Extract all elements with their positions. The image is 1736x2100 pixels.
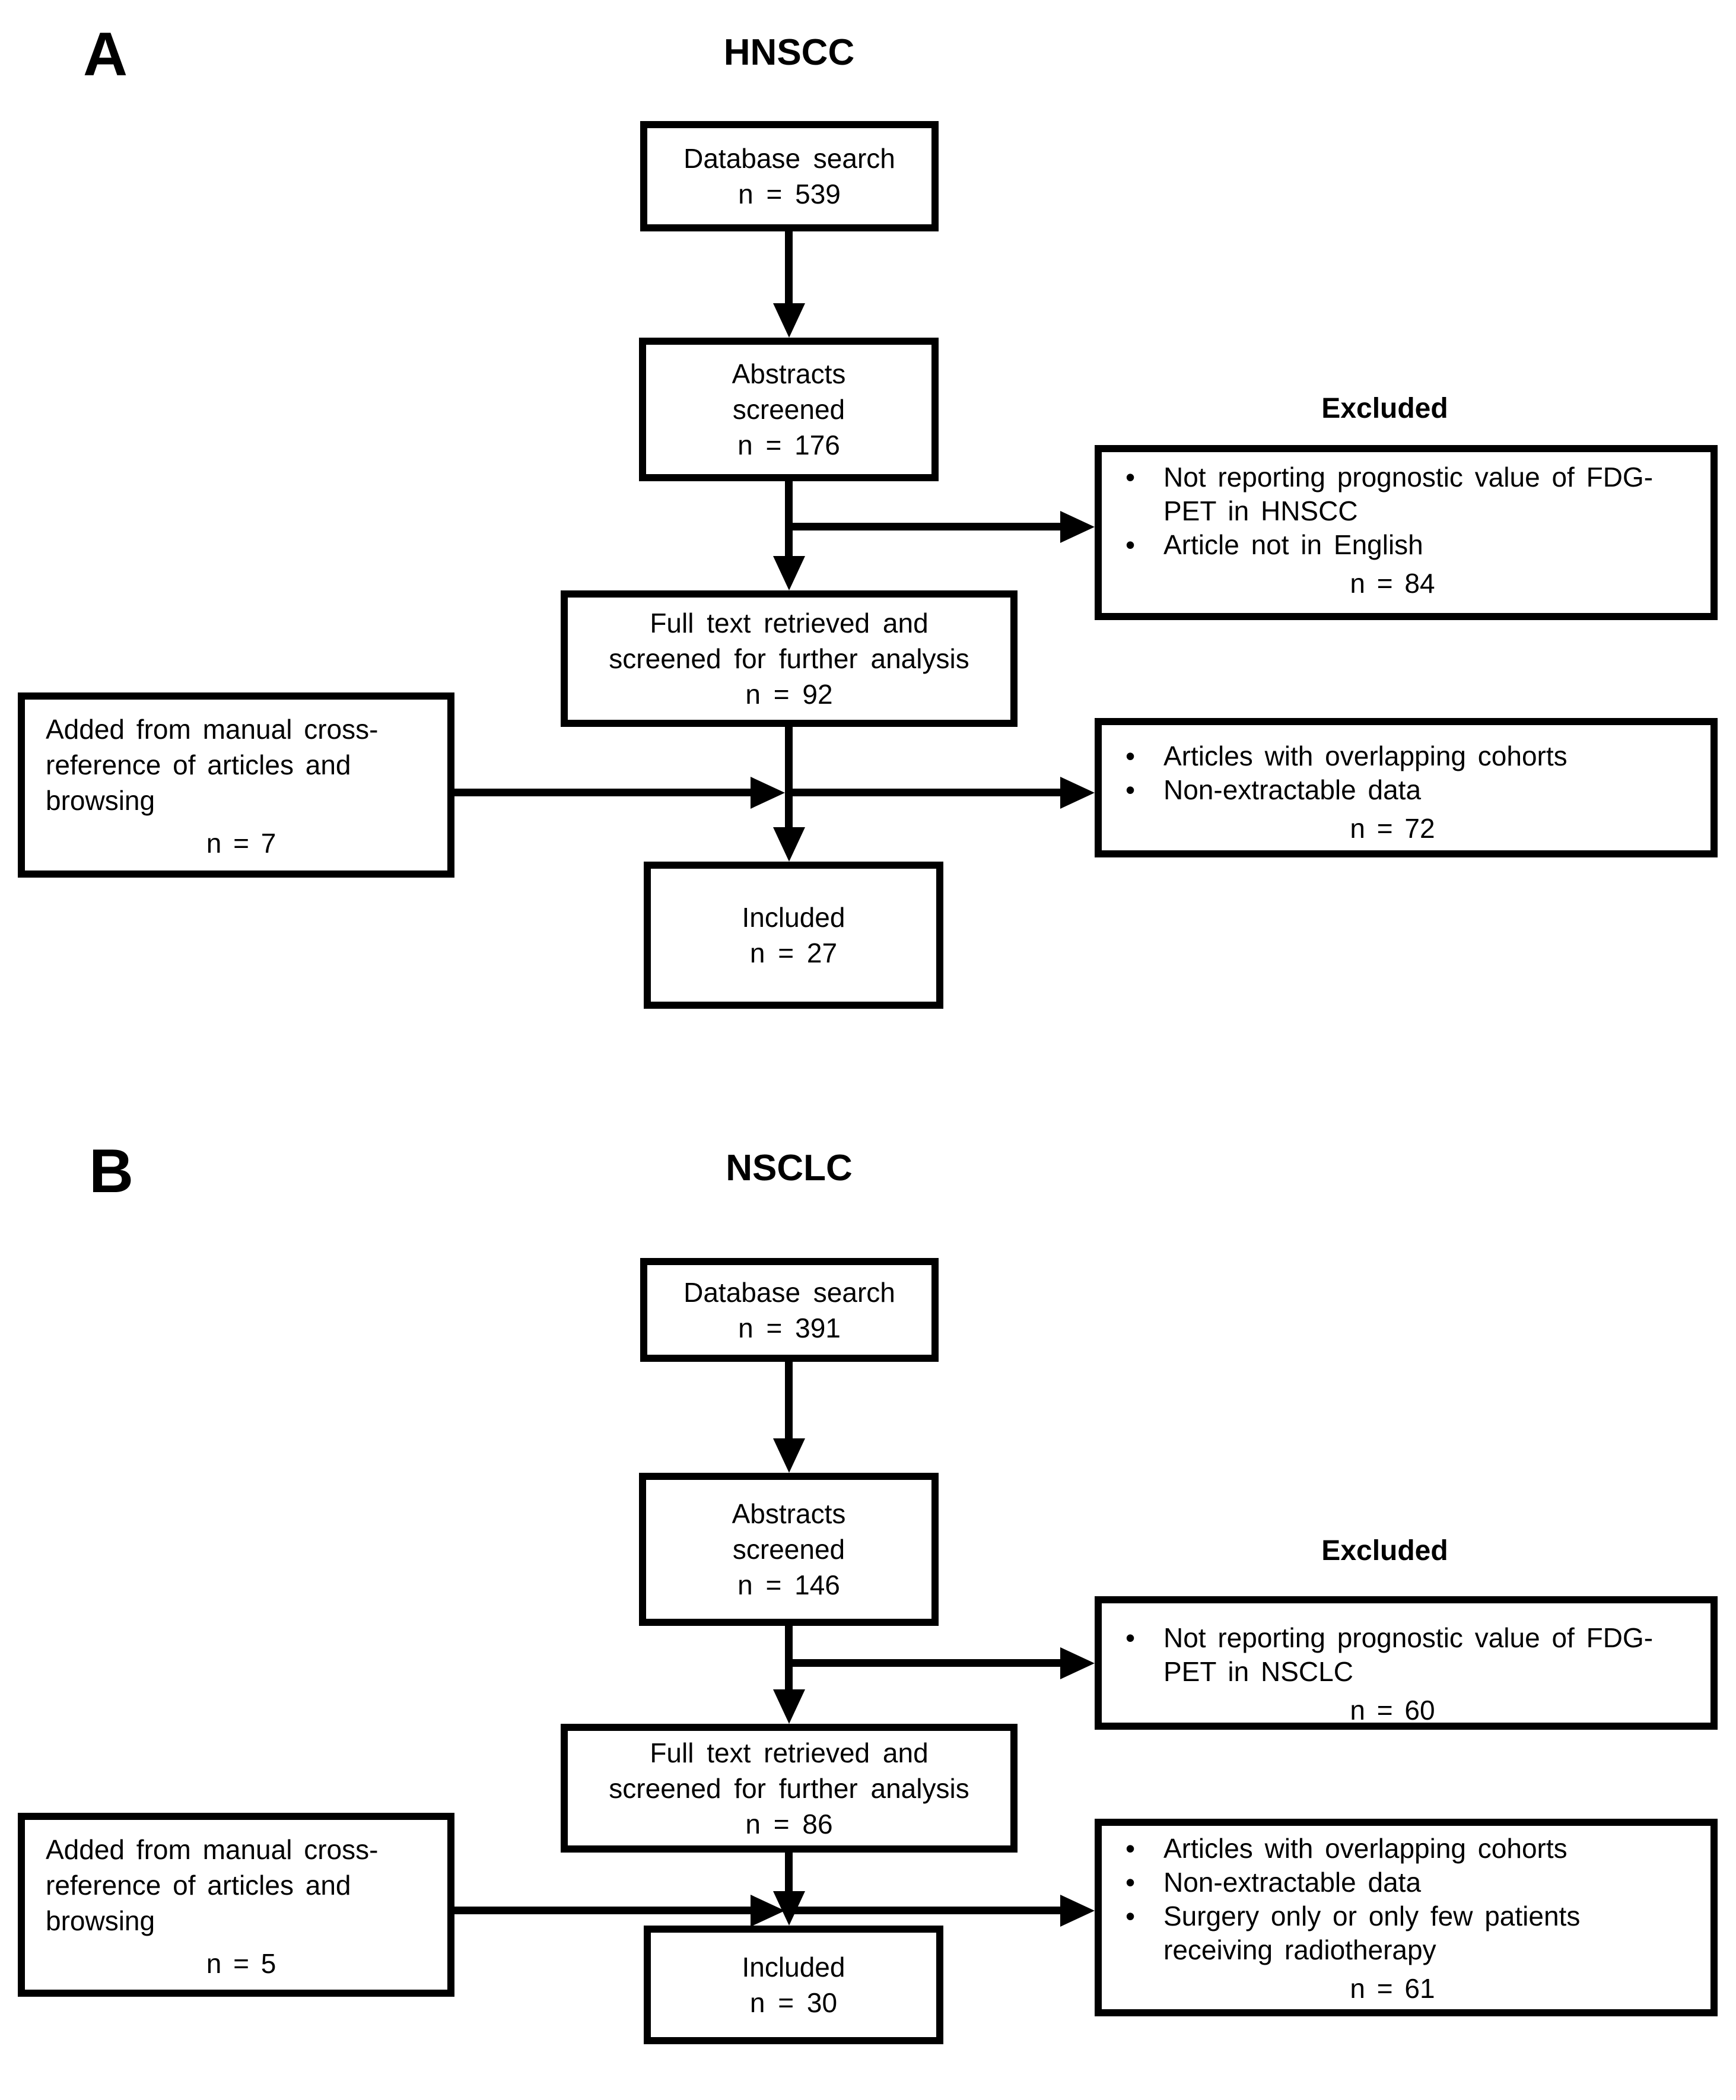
box-line: screened for further analysis: [609, 1772, 969, 1804]
excluded-count: n = 84: [1350, 568, 1435, 599]
bullet-item: • Non-extractable data: [1102, 1866, 1683, 1899]
box-line: Included: [742, 1952, 845, 1983]
included-box-b: Included n = 30: [644, 1926, 943, 2044]
excluded-heading-b: Excluded: [1321, 1535, 1448, 1567]
bullet-text: Article not in English: [1163, 529, 1423, 560]
arrowhead-right-icon: [1060, 777, 1095, 809]
arrow-abstracts-to-fulltext-b: [785, 1626, 793, 1689]
arrow-fulltext-to-included-b: [785, 1853, 793, 1891]
bullet-item: • Articles with overlapping cohorts: [1102, 1832, 1683, 1866]
excluded-fulltext-box-a: • Articles with overlapping cohorts • No…: [1095, 718, 1718, 857]
excluded-screening-box-b: • Not reporting prognostic value of FDG-…: [1095, 1596, 1718, 1730]
box-line: n = 92: [745, 679, 833, 710]
manual-cross-reference-box-a: Added from manual cross- reference of ar…: [18, 692, 454, 878]
full-text-box-a: Full text retrieved and screened for fur…: [561, 590, 1018, 727]
database-search-box-a: Database search n = 539: [640, 121, 939, 231]
manual-cross-reference-box-b: Added from manual cross- reference of ar…: [18, 1813, 454, 1997]
branch-to-excluded-fulltext-a: [793, 789, 1060, 796]
box-line: n = 30: [749, 1987, 838, 2018]
branch-to-excluded-screening-b: [789, 1659, 1060, 1667]
arrowhead-down-icon: [773, 1689, 805, 1724]
database-search-box-b: Database search n = 391: [640, 1258, 939, 1362]
bullet-icon: •: [1125, 741, 1136, 771]
bullet-item: • Article not in English: [1102, 528, 1683, 562]
full-text-box-b: Full text retrieved and screened for fur…: [561, 1724, 1018, 1853]
bullet-item: • Articles with overlapping cohorts: [1102, 739, 1683, 773]
box-line: n = 539: [738, 179, 841, 209]
box-line: Full text retrieved and: [650, 1737, 929, 1768]
excluded-screening-box-a: • Not reporting prognostic value of FDG-…: [1095, 445, 1718, 620]
bullet-item: • Non-extractable data: [1102, 773, 1683, 807]
box-line: n = 146: [737, 1570, 840, 1600]
bullet-icon: •: [1125, 1833, 1136, 1864]
arrowhead-down-icon: [773, 556, 805, 590]
bullet-icon: •: [1125, 1901, 1136, 1931]
bullet-text: Articles with overlapping cohorts: [1163, 741, 1568, 771]
bullet-icon: •: [1125, 462, 1136, 493]
box-line: reference of articles and: [46, 1870, 351, 1901]
excluded-count: n = 72: [1350, 813, 1435, 844]
bullet-text: Not reporting prognostic value of FDG-PE…: [1163, 462, 1654, 526]
line-added-to-junction-a: [454, 789, 751, 796]
box-line: screened: [732, 394, 845, 425]
arrowhead-down-icon: [773, 303, 805, 338]
panel-a-title: HNSCC: [723, 32, 855, 73]
bullet-text: Surgery only or only few patients receiv…: [1163, 1901, 1581, 1965]
arrow-database-to-abstracts-a: [785, 231, 793, 303]
bullet-icon: •: [1125, 529, 1136, 560]
excluded-count: n = 60: [1350, 1695, 1435, 1726]
line-added-to-junction-b: [454, 1907, 751, 1914]
box-line: Abstracts: [732, 1498, 846, 1529]
arrowhead-down-icon: [773, 1438, 805, 1473]
box-line: screened: [732, 1534, 845, 1565]
excluded-heading-a: Excluded: [1321, 393, 1448, 424]
panel-b-title: NSCLC: [726, 1148, 853, 1189]
box-line: Added from manual cross-: [46, 714, 379, 745]
arrowhead-right-icon: [751, 1895, 785, 1927]
branch-to-excluded-screening-a: [789, 523, 1060, 530]
arrowhead-down-icon: [773, 827, 805, 862]
bullet-item: • Not reporting prognostic value of FDG-…: [1102, 460, 1683, 528]
arrowhead-right-icon: [1060, 511, 1095, 543]
bullet-item: • Surgery only or only few patients rece…: [1102, 1899, 1683, 1967]
abstracts-screened-box-b: Abstracts screened n = 146: [639, 1473, 939, 1626]
bullet-text: Articles with overlapping cohorts: [1163, 1833, 1568, 1864]
box-line: n = 27: [749, 938, 838, 968]
box-line: n = 176: [737, 430, 840, 460]
box-line: Included: [742, 902, 845, 933]
bullet-text: Non-extractable data: [1163, 774, 1422, 805]
excluded-count: n = 61: [1350, 1973, 1435, 2004]
arrow-abstracts-to-fulltext-a: [785, 481, 793, 556]
arrow-fulltext-to-included-a: [785, 727, 793, 827]
included-box-a: Included n = 27: [644, 862, 943, 1009]
box-line: browsing: [46, 785, 155, 816]
box-line: Added from manual cross-: [46, 1834, 379, 1865]
arrowhead-right-icon: [751, 777, 785, 809]
added-count: n = 7: [206, 828, 276, 859]
box-line: Database search: [683, 1276, 895, 1308]
box-line: Abstracts: [732, 358, 846, 389]
box-line: n = 391: [738, 1312, 841, 1343]
arrow-database-to-abstracts-b: [785, 1362, 793, 1438]
bullet-text: Non-extractable data: [1163, 1867, 1422, 1898]
box-line: screened for further analysis: [609, 643, 969, 674]
box-line: Database search: [683, 143, 895, 174]
arrowhead-right-icon: [1060, 1895, 1095, 1927]
excluded-fulltext-box-b: • Articles with overlapping cohorts • No…: [1095, 1819, 1718, 2016]
bullet-icon: •: [1125, 1867, 1136, 1898]
panel-a-label: A: [83, 20, 128, 89]
arrowhead-right-icon: [1060, 1647, 1095, 1679]
added-count: n = 5: [206, 1948, 276, 1979]
bullet-icon: •: [1125, 774, 1136, 805]
box-line: n = 86: [745, 1808, 833, 1840]
abstracts-screened-box-a: Abstracts screened n = 176: [639, 338, 939, 481]
bullet-text: Not reporting prognostic value of FDG-PE…: [1163, 1622, 1654, 1687]
bullet-item: • Not reporting prognostic value of FDG-…: [1102, 1621, 1683, 1689]
branch-to-excluded-fulltext-b: [793, 1907, 1060, 1914]
box-line: reference of articles and: [46, 749, 351, 780]
bullet-icon: •: [1125, 1622, 1136, 1653]
panel-b-label: B: [89, 1137, 134, 1206]
box-line: browsing: [46, 1905, 155, 1936]
box-line: Full text retrieved and: [650, 608, 929, 638]
